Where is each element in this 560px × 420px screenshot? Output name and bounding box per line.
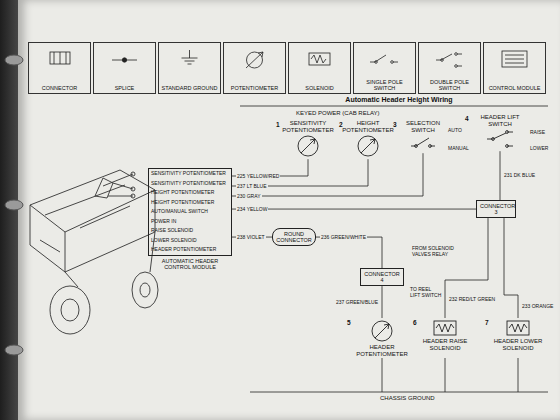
callout-number: 4 [465,115,469,122]
sol-symbol [432,319,458,337]
wire [445,218,488,318]
component: SENSITIVITY POTENTIOMETER [283,120,333,159]
component-label: HEIGHT POTENTIOMETER [342,120,394,133]
legend-symbol-box: CONNECTOR [28,42,91,94]
wire [316,237,382,268]
pin-name: SENSITIVITY POTENTIOMETER [151,171,226,177]
wire-label: 230 GRAY [236,194,262,199]
connector-block: ROUND CONNECTOR [272,228,316,246]
component-label: SOLENOID [291,85,348,91]
connector-block: CONNECTOR 3 [476,200,516,218]
note-label: LOWER [530,146,548,152]
note-label: TO REEL LIFT SWITCH [410,287,442,298]
wire-label: 233 ORANGE [521,304,554,309]
component: SELECTION SWITCH [400,120,446,153]
wire [232,159,368,186]
pin-name: AUTO/MANUAL SWITCH [151,209,208,215]
component-label: SENSITIVITY POTENTIOMETER [282,120,334,133]
wire [232,153,423,196]
component-label: HEADER RAISE SOLENOID [420,338,470,351]
callout-number: 6 [413,319,417,326]
component-label: HEADER LIFT SWITCH [472,114,528,127]
component-label: SINGLE POLE SWITCH [356,79,413,91]
note-label: FROM SOLENOID VALVES RELAY [412,246,454,257]
component-label: CONTROL MODULE [486,85,543,91]
wire-label: 237 LT BLUE [236,184,268,189]
component-label: DOUBLE POLE SWITCH [421,79,478,91]
legend-symbol-box: CONTROL MODULE [483,42,546,94]
pot-symbol [356,134,380,158]
callout-number: 3 [393,121,397,128]
pin-name: RAISE SOLENOID [151,228,193,234]
callout-number: 2 [339,121,343,128]
component-label: SPLICE [96,85,153,91]
note-label: MANUAL [448,146,469,152]
wire [500,151,501,200]
wire [504,218,518,318]
pot-symbol [370,319,394,343]
note-label: KEYED POWER (CAB RELAY) [296,110,380,117]
component-label: CONNECTOR 4 [364,271,400,283]
pin-name: HEADER POTENTIOMETER [151,247,216,253]
component: HEADER RAISE SOLENOID [420,318,470,351]
component-label: AUTOMATIC HEADER CONTROL MODULE [148,258,232,270]
component: HEADER LOWER SOLENOID [492,318,544,351]
pin-name: POWER IN [151,219,176,225]
component-label: HEADER LOWER SOLENOID [492,338,544,351]
wire [232,209,476,210]
callout-number: 1 [276,121,280,128]
paper-sheet [18,0,560,420]
wire-label: 238 VIOLET [236,235,266,240]
component-label: HEADER POTENTIOMETER [355,344,409,357]
sw-symbol [410,134,436,152]
legend-symbol-box: SINGLE POLE SWITCH [353,42,416,94]
connector-block: CONNECTOR 4 [360,268,404,286]
legend-symbol-box: POTENTIOMETER [223,42,286,94]
component: HEIGHT POTENTIOMETER [346,120,390,159]
component-label: CONNECTOR [31,85,88,91]
sw2-symbol [486,128,514,150]
callout-number: 5 [347,319,351,326]
component-label: STANDARD GROUND [161,85,218,91]
combine-sketch [30,170,158,334]
legend-symbol-box: SOLENOID [288,42,351,94]
sol-symbol [505,319,531,337]
component: HEADER LIFT SWITCH [472,114,528,151]
component: HEADER POTENTIOMETER [355,318,409,357]
wire-label: 231 DK BLUE [503,173,536,178]
diagram-title: Automatic Header Height Wiring [250,96,548,104]
legend-symbol-box: STANDARD GROUND [158,42,221,94]
pin-name: HEIGHT POTENTIOMETER [151,190,214,196]
component-label: CONNECTOR 3 [480,203,512,215]
note-label: RAISE [530,130,545,136]
wire-label: 234 YELLOW [236,207,268,212]
legend-symbol-box: SPLICE [93,42,156,94]
callout-number: 7 [485,319,489,326]
pin-name: SENSITIVITY POTENTIOMETER [151,181,226,187]
wire-label: 236 GREEN/WHITE [320,235,367,240]
pin-name: LOWER SOLENOID [151,238,197,244]
wire-label: 225 YELLOW/RED [236,174,280,179]
component-label: SELECTION SWITCH [400,120,446,133]
note-label: CHASSIS GROUND [380,395,435,402]
component-label: ROUND CONNECTOR [276,231,312,243]
wire-label: 237 GREEN/BLUE [335,300,379,305]
note-label: AUTO [448,128,462,134]
pot-symbol [296,134,320,158]
wire [382,286,383,318]
pin-name: HEIGHT POTENTIOMETER [151,200,214,206]
component-label: POTENTIOMETER [226,85,283,91]
legend-symbol-box: DOUBLE POLE SWITCH [418,42,481,94]
wire-label: 232 RED/LT GREEN [448,297,496,302]
